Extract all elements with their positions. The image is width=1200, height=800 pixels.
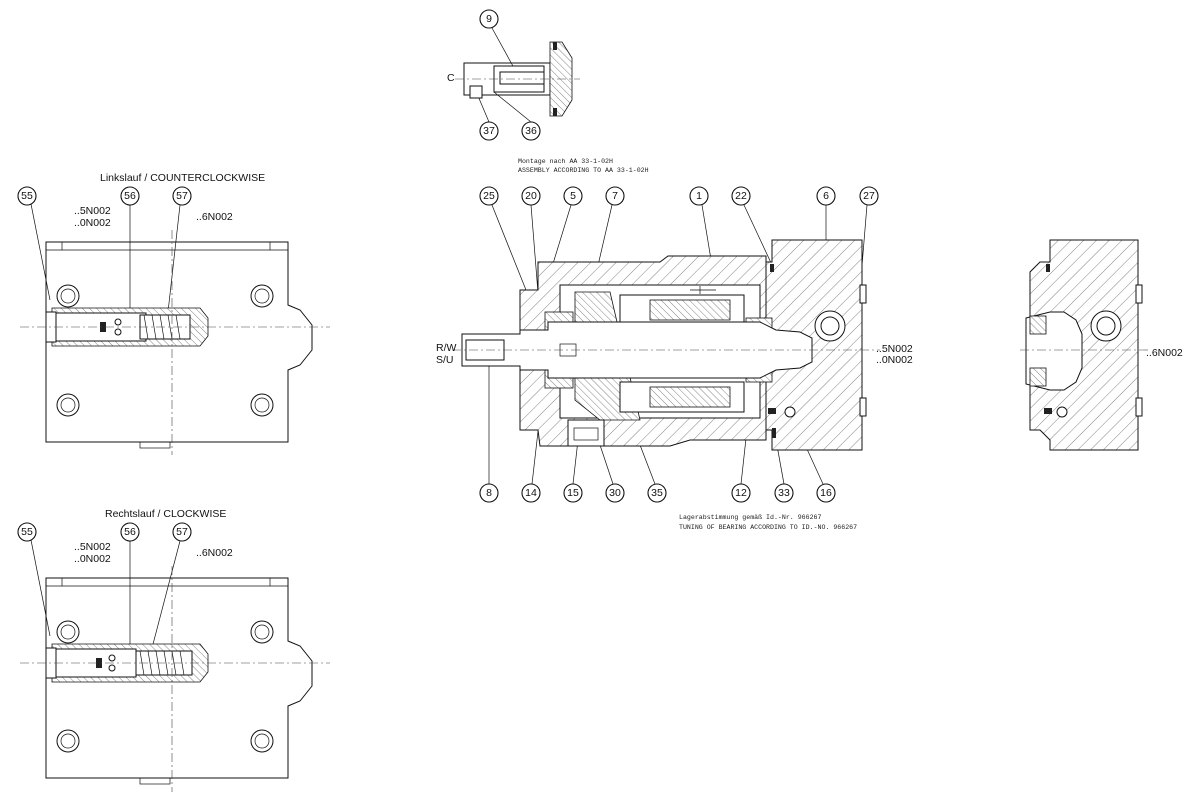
callout-55: 55 (17, 186, 37, 206)
callout-5: 5 (563, 186, 583, 206)
code-label: ..5N002 (74, 205, 111, 217)
callout-36: 36 (521, 121, 541, 141)
svg-text:9: 9 (486, 13, 492, 25)
callout-56: 56 (120, 522, 140, 542)
code-label: ..5N002 (74, 541, 111, 553)
svg-text:7: 7 (612, 190, 618, 202)
svg-text:20: 20 (525, 190, 537, 202)
callout-27: 27 (859, 186, 879, 206)
callout-7: 7 (605, 186, 625, 206)
main-section: Montage nach AA 33-1-02H ASSEMBLY ACCORD… (436, 158, 913, 531)
svg-text:30: 30 (609, 487, 621, 499)
callout-8: 8 (479, 483, 499, 503)
callout-14: 14 (521, 483, 541, 503)
rotation-label: R/W (436, 342, 457, 354)
svg-text:1: 1 (696, 190, 702, 202)
callout-56: 56 (120, 186, 140, 206)
callout-20: 20 (521, 186, 541, 206)
view-title: Rechtslauf / CLOCKWISE (105, 508, 226, 520)
callout-9: 9 (479, 9, 499, 29)
callout-25: 25 (479, 186, 499, 206)
detail-letter: C (447, 72, 455, 84)
callout-37: 37 (479, 121, 499, 141)
callout-57: 57 (172, 186, 192, 206)
svg-text:35: 35 (651, 487, 663, 499)
svg-text:56: 56 (124, 190, 136, 202)
callout-1: 1 (689, 186, 709, 206)
svg-text:14: 14 (525, 487, 537, 499)
code-label: ..0N002 (74, 553, 111, 565)
svg-text:25: 25 (483, 190, 495, 202)
callout-33: 33 (774, 483, 794, 503)
code-label: ..0N002 (876, 354, 913, 366)
assembly-note: ASSEMBLY ACCORDING TO AA 33-1-02H (518, 167, 649, 174)
code-label: ..6N002 (1146, 347, 1183, 359)
callout-57: 57 (172, 522, 192, 542)
svg-text:56: 56 (124, 526, 136, 538)
callout-35: 35 (647, 483, 667, 503)
detail-c: C 9 37 36 (447, 9, 580, 141)
svg-text:57: 57 (176, 526, 188, 538)
assembly-note: Montage nach AA 33-1-02H (518, 158, 613, 165)
svg-text:12: 12 (735, 487, 747, 499)
svg-text:55: 55 (21, 526, 33, 538)
callout-30: 30 (605, 483, 625, 503)
svg-text:36: 36 (525, 125, 537, 137)
code-label: ..0N002 (74, 217, 111, 229)
svg-text:16: 16 (820, 487, 832, 499)
svg-text:57: 57 (176, 190, 188, 202)
code-label: ..6N002 (196, 211, 233, 223)
view-clockwise: Rechtslauf / CLOCKWISE ..5N002 ..0N002 .… (17, 508, 330, 792)
svg-text:15: 15 (567, 487, 579, 499)
bearing-note: Lagerabstimmung gemäß Id.-Nr. 966267 (679, 514, 821, 521)
svg-text:55: 55 (21, 190, 33, 202)
svg-text:37: 37 (483, 125, 495, 137)
callout-16: 16 (816, 483, 836, 503)
callout-22: 22 (731, 186, 751, 206)
callout-12: 12 (731, 483, 751, 503)
svg-text:27: 27 (863, 190, 875, 202)
svg-text:22: 22 (735, 190, 747, 202)
code-label: ..5N002 (876, 343, 913, 355)
svg-text:33: 33 (778, 487, 790, 499)
bearing-note: TUNING OF BEARING ACCORDING TO ID.-NO. 9… (679, 524, 857, 531)
view-counterclockwise: Linkslauf / COUNTERCLOCKWISE ..5N002 ..0… (17, 172, 330, 455)
rotation-label: S/U (436, 354, 454, 366)
view-title: Linkslauf / COUNTERCLOCKWISE (100, 172, 265, 184)
svg-text:6: 6 (823, 190, 829, 202)
svg-text:5: 5 (570, 190, 576, 202)
side-view: ..6N002 (1020, 239, 1183, 451)
code-label: ..6N002 (196, 547, 233, 559)
svg-text:8: 8 (486, 487, 492, 499)
callout-55: 55 (17, 522, 37, 542)
callout-6: 6 (816, 186, 836, 206)
callout-15: 15 (563, 483, 583, 503)
